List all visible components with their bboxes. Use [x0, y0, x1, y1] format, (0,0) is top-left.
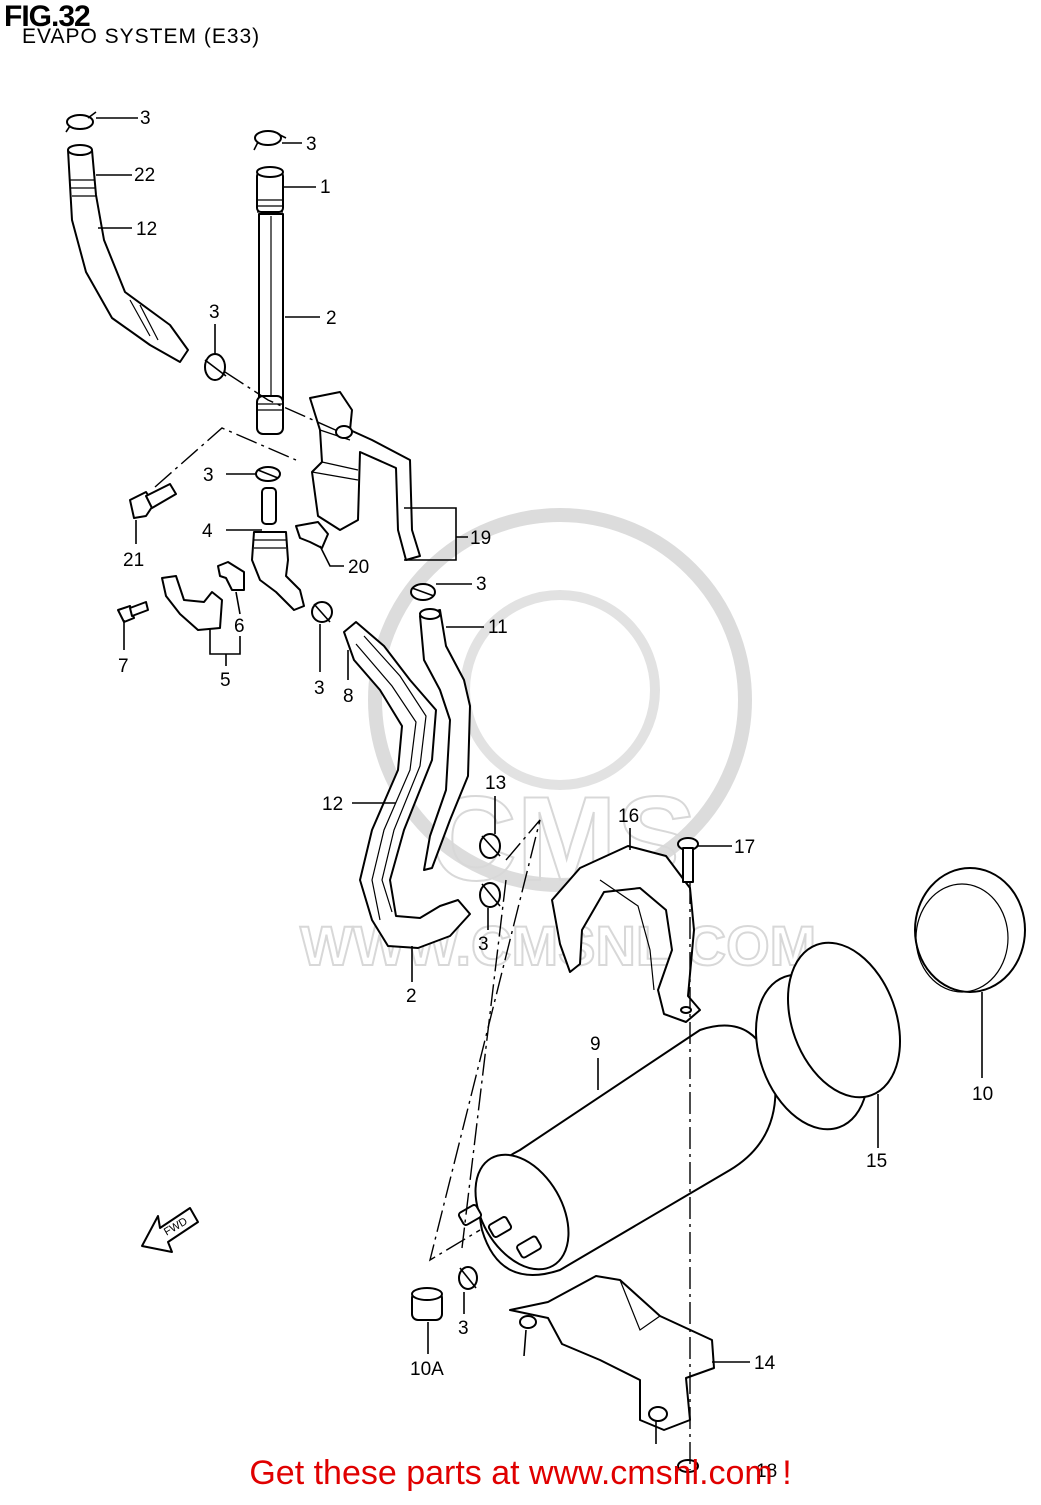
callout-3-top-mid: 3	[306, 134, 317, 155]
pipe-part-1	[256, 166, 284, 213]
callout-21: 21	[123, 550, 144, 571]
band-part-15	[754, 941, 902, 1131]
bolt-part-17	[677, 837, 699, 883]
callout-12-top: 12	[136, 219, 157, 240]
leader-lines	[96, 117, 983, 1363]
clamp-part-3-top-mid	[253, 130, 287, 151]
callout-3-mid-clamp: 3	[478, 934, 489, 955]
clip-part-20	[295, 521, 329, 549]
bracket-part-14	[509, 1275, 715, 1444]
callout-15: 15	[866, 1151, 887, 1172]
bracket-part-16	[551, 845, 701, 1023]
callout-3-bottom: 3	[458, 1318, 469, 1339]
callout-9: 9	[590, 1034, 601, 1055]
hose-part-12-mid	[343, 621, 471, 949]
callout-10a: 10A	[410, 1359, 444, 1380]
figure-subtitle: EVAPO SYSTEM (E33)	[22, 25, 261, 48]
callout-3-top-left: 3	[140, 108, 151, 129]
hose-part-11	[419, 608, 471, 871]
callout-1: 1	[320, 177, 331, 198]
callout-2-bottom: 2	[406, 986, 417, 1007]
callout-6: 6	[234, 616, 245, 637]
callout-3-hose-11: 3	[476, 574, 487, 595]
bracket-part-5	[161, 575, 223, 631]
cap-part-10	[914, 867, 1026, 993]
valve-bracket-part-19	[309, 391, 421, 561]
clamp-part-3-hose-8	[311, 601, 333, 623]
callout-8: 8	[343, 686, 354, 707]
callout-10: 10	[972, 1084, 993, 1105]
callout-13: 13	[485, 773, 506, 794]
plug-part-10a	[411, 1287, 443, 1321]
clamp-part-3-valve	[255, 466, 281, 482]
callout-2-top: 2	[326, 308, 337, 329]
callout-16: 16	[618, 806, 639, 827]
clamp-part-3-left-mid	[204, 353, 227, 381]
clip-part-6	[217, 561, 245, 591]
callout-3-valve: 3	[203, 465, 214, 486]
callout-labels: 3 22 12 3 1 2 3 3 4 21 19 20 6 7 5 3 8 3…	[118, 108, 993, 1482]
clamp-part-3-middle	[479, 882, 501, 908]
fwd-arrow-icon: FWD	[141, 1207, 199, 1253]
valve-part-4	[251, 487, 305, 611]
clamp-part-3-bottom	[458, 1266, 478, 1290]
callout-19: 19	[470, 528, 491, 549]
screw-part-7	[117, 601, 149, 623]
callout-20: 20	[348, 557, 369, 578]
clamp-part-3-hose-11	[410, 583, 436, 601]
callout-11: 11	[488, 617, 508, 638]
callout-22: 22	[134, 165, 155, 186]
callout-17: 17	[734, 837, 755, 858]
clamp-part-13	[479, 833, 501, 859]
canister-part-9	[457, 1024, 777, 1276]
callout-7: 7	[118, 656, 129, 677]
parts-store-link[interactable]: Get these parts at www.cmsnl.com !	[249, 1454, 792, 1492]
callout-5: 5	[220, 670, 231, 691]
bolt-part-21	[129, 483, 177, 519]
hose-part-2-vertical	[256, 213, 284, 435]
figure-number: FIG.32	[4, 0, 91, 33]
callout-3-hose-8: 3	[314, 678, 325, 699]
callout-18: 18	[756, 1461, 777, 1482]
callout-12-mid: 12	[322, 794, 343, 815]
callout-4: 4	[202, 521, 213, 542]
nut-part-18	[677, 1459, 699, 1473]
hose-part-12-top	[67, 144, 189, 363]
clamp-part-3-top-left	[65, 111, 97, 133]
callout-3-left-mid: 3	[209, 302, 220, 323]
assembly-lines	[154, 371, 691, 1470]
callout-14: 14	[754, 1353, 776, 1374]
